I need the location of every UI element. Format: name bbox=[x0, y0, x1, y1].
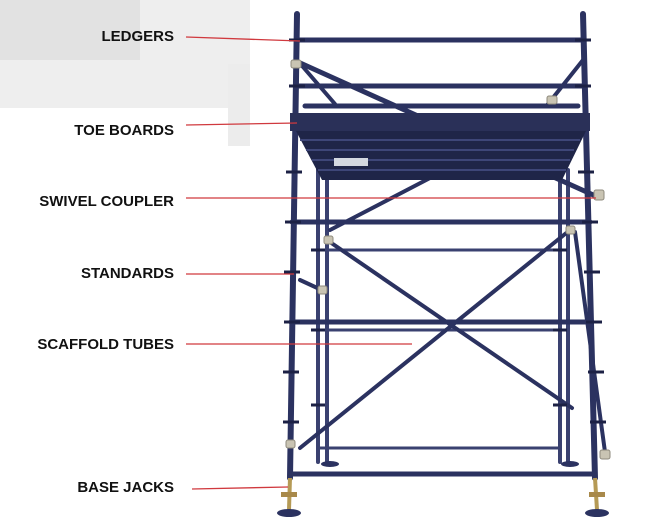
pointer-base-jacks bbox=[191, 486, 289, 490]
lower-ledgers bbox=[287, 219, 598, 477]
pointer-ledgers bbox=[185, 36, 301, 42]
standard-rosettes bbox=[283, 38, 606, 424]
pointer-lines bbox=[185, 36, 596, 490]
base-jacks bbox=[277, 477, 609, 517]
background-strip bbox=[228, 64, 250, 146]
label-swivel-coupler: SWIVEL COUPLER bbox=[39, 193, 174, 210]
label-scaffold-tubes: SCAFFOLD TUBES bbox=[37, 336, 174, 353]
cross-braces bbox=[298, 176, 574, 450]
pointer-toe-boards bbox=[185, 122, 298, 126]
label-ledgers: LEDGERS bbox=[101, 28, 174, 45]
guard-rails bbox=[294, 37, 586, 109]
back-ledgers bbox=[318, 248, 560, 450]
inner-base-plates bbox=[321, 461, 579, 467]
couplers bbox=[285, 59, 611, 460]
platform-deck bbox=[290, 113, 590, 180]
label-toe-boards: TOE BOARDS bbox=[74, 122, 174, 139]
back-standards bbox=[316, 163, 570, 464]
background-panel-dark bbox=[0, 0, 140, 60]
label-standards: STANDARDS bbox=[80, 265, 174, 282]
front-standards bbox=[287, 11, 598, 481]
label-base-jacks: BASE JACKS bbox=[77, 479, 174, 496]
